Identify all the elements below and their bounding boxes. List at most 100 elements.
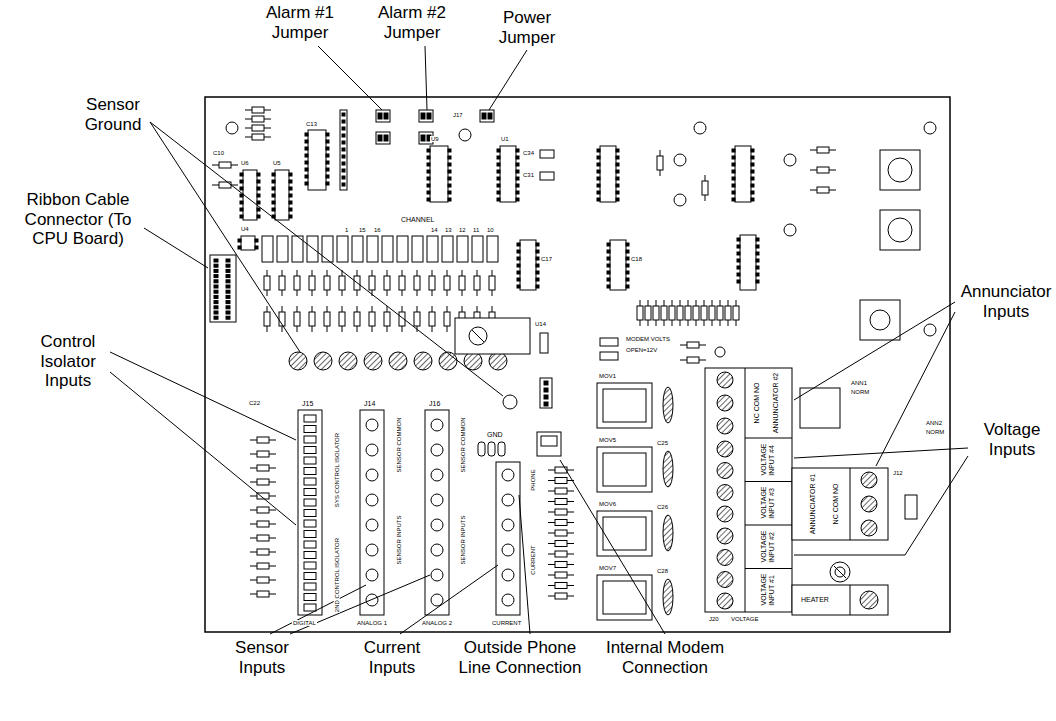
- ic-pin: [238, 246, 241, 249]
- silkscreen-label: C17: [540, 256, 553, 262]
- silkscreen-frame: C18: [630, 256, 643, 263]
- silkscreen-frame: 14: [430, 227, 439, 234]
- ic-pin: [257, 208, 260, 211]
- ic-pin: [756, 238, 759, 241]
- header-pin: [342, 141, 345, 144]
- ic-pin: [751, 177, 754, 180]
- sensor-ground: [389, 352, 407, 370]
- ic-pin: [497, 198, 500, 201]
- silkscreen-frame: C25: [656, 440, 669, 447]
- resistor-symbol: [324, 276, 330, 290]
- terminal-pin: [304, 468, 316, 475]
- terminal-screw: [366, 419, 378, 431]
- sensor-ground: [364, 352, 382, 370]
- resistor-symbol: [252, 134, 264, 140]
- ic-pin: [536, 257, 539, 260]
- relay-symbol: [382, 236, 393, 262]
- resistor-symbol: [414, 276, 420, 290]
- ic-pin: [516, 149, 519, 152]
- relay-symbol: [442, 236, 453, 262]
- transistor-symbol: [784, 224, 796, 236]
- silkscreen-frame: VOLTAGE: [730, 616, 759, 623]
- ic-pin: [607, 271, 610, 274]
- ic-pin: [737, 259, 740, 262]
- sensor-ground: [414, 352, 432, 370]
- transistor-symbol: [674, 154, 686, 166]
- connector-pin: [214, 290, 218, 293]
- terminal-pin: [304, 436, 316, 443]
- terminal-screw: [366, 444, 378, 456]
- leader-line: [150, 122, 300, 352]
- connector-pin: [226, 311, 230, 314]
- silkscreen-frame: 10: [486, 227, 495, 234]
- ic-pin: [751, 149, 754, 152]
- ic-pin: [626, 264, 629, 267]
- ic-pin: [427, 191, 430, 194]
- ic-pin: [289, 173, 292, 176]
- resistor-symbol: [399, 276, 405, 290]
- ic-pin: [257, 173, 260, 176]
- silkscreen-label: J12: [892, 470, 904, 476]
- relay-symbol: [367, 236, 378, 262]
- relay-symbol: [262, 236, 273, 262]
- silkscreen-label: MODEM VOLTS: [625, 336, 671, 342]
- mounting-hole: [226, 122, 238, 134]
- jumper-block: [376, 132, 390, 144]
- ic-chip: [241, 236, 255, 250]
- ic-pin: [732, 191, 735, 194]
- transformer-block: [597, 511, 652, 556]
- terminal-screw: [717, 506, 733, 522]
- resistor-symbol: [339, 276, 345, 290]
- relay-symbol: [457, 236, 468, 262]
- block-divider: [745, 438, 792, 439]
- jumper-pin: [378, 113, 382, 119]
- ic-pin: [448, 156, 451, 159]
- ic-pin: [756, 259, 759, 262]
- jumper-block: [600, 352, 618, 360]
- ic-pin: [536, 278, 539, 281]
- silkscreen-label: J15: [301, 400, 314, 407]
- connector-pin: [226, 285, 230, 288]
- leader-line: [794, 448, 968, 458]
- ic-pin: [326, 154, 329, 157]
- jumper-block: [540, 378, 552, 408]
- silkscreen-frame: NORM: [925, 429, 945, 436]
- terminal-pin: [304, 531, 316, 538]
- ic-pin: [305, 175, 308, 178]
- silkscreen-frame: GND: [486, 431, 504, 439]
- silkscreen-frame: OPEN=12V: [625, 347, 658, 354]
- ic-pin: [240, 173, 243, 176]
- ic-pin: [257, 201, 260, 204]
- terminal-screw: [717, 550, 733, 566]
- ic-pin: [240, 187, 243, 190]
- silkscreen-frame: ANNUNCIATOR #1: [809, 471, 817, 537]
- ic-pin: [516, 156, 519, 159]
- silkscreen-frame: NC COM NO: [753, 363, 761, 443]
- resistor-symbol: [324, 312, 330, 326]
- rotary-switch: [830, 562, 850, 582]
- ic-pin: [751, 170, 754, 173]
- silkscreen-label: ANNUNCIATOR #2: [772, 372, 779, 434]
- ic-pin: [616, 156, 619, 159]
- ic-pin: [597, 149, 600, 152]
- relay-coil: [870, 310, 890, 330]
- pin-header: [540, 333, 548, 353]
- circuit-board: [205, 97, 950, 632]
- silkscreen-frame: HEATER: [800, 596, 830, 604]
- silkscreen-label: SENSOR INPUTS: [396, 515, 402, 566]
- ic-pin: [326, 133, 329, 136]
- ic-pin: [517, 285, 520, 288]
- resistor-symbol: [257, 591, 269, 597]
- silkscreen-label: SENSOR COMMON: [460, 417, 466, 474]
- connector-pin: [214, 275, 218, 278]
- resistor-symbol: [555, 488, 567, 494]
- header-pin: [342, 183, 345, 186]
- ic-pin: [732, 163, 735, 166]
- callout-frame: Ribbon Cable Connector (To CPU Board): [14, 190, 142, 249]
- callout-label: Current Inputs: [364, 638, 421, 677]
- ic-pin: [536, 250, 539, 253]
- relay-symbol: [472, 236, 483, 262]
- ic-pin: [305, 147, 308, 150]
- relay-symbol: [277, 236, 288, 262]
